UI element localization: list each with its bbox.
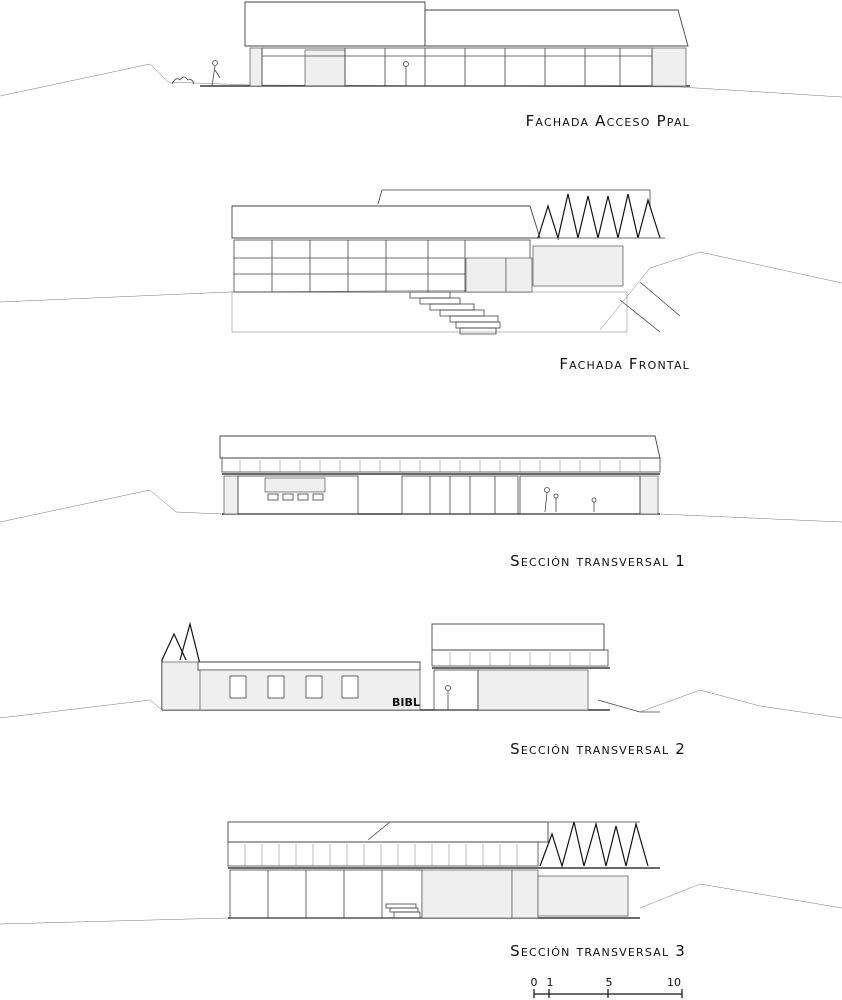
drawing-seccion-2: BIBL Sección transversal 2 xyxy=(0,621,842,758)
caption-seccion-1: Sección transversal 1 xyxy=(510,552,686,570)
room-label-bibl: BIBL xyxy=(392,696,420,709)
scale-label-0: 0 xyxy=(531,976,538,989)
scale-label-10: 10 xyxy=(667,976,681,989)
caption-seccion-2: Sección transversal 2 xyxy=(510,740,686,758)
caption-seccion-3: Sección transversal 3 xyxy=(510,942,686,960)
caption-fachada-acceso: Fachada Acceso Ppal xyxy=(526,112,690,130)
drawing-seccion-1: Sección transversal 1 xyxy=(0,435,842,570)
drawing-fachada-acceso: Fachada Acceso Ppal xyxy=(0,1,842,130)
drawing-fachada-frontal: Fachada Frontal xyxy=(0,189,842,373)
caption-fachada-frontal: Fachada Frontal xyxy=(559,355,690,373)
drawing-seccion-3: Sección transversal 3 xyxy=(0,821,842,960)
scale-label-5: 5 xyxy=(606,976,613,989)
scale-bar: 0 1 5 10 xyxy=(531,976,683,998)
scale-label-1: 1 xyxy=(547,976,554,989)
